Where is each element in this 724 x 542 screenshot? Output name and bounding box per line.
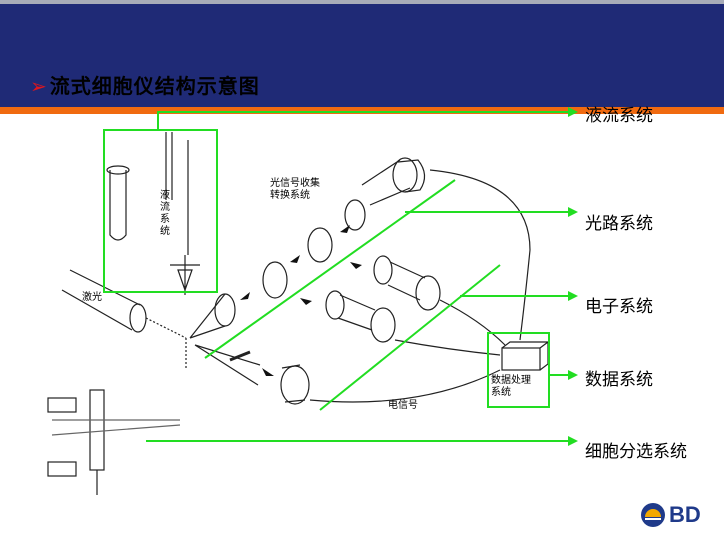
- optical-label-line2: 转换系统: [270, 190, 310, 201]
- callout-sorting: 细胞分选系统: [585, 442, 687, 462]
- header-accent-bar: [0, 107, 724, 114]
- slide-title: ➢流式细胞仪结构示意图: [30, 70, 260, 99]
- optical-label-line1: 光信号收集: [270, 178, 320, 189]
- data-label-line1: 数据处理: [491, 375, 531, 386]
- data-processing-label: 数据处理系统: [491, 375, 531, 399]
- electric-signal-label: 电信号: [388, 400, 418, 411]
- bullet-arrow-icon: ➢: [30, 74, 48, 98]
- slide-header: [0, 4, 724, 108]
- bd-logo: BD: [640, 502, 701, 528]
- bd-sun-icon: [641, 503, 665, 527]
- callout-data: 数据系统: [585, 370, 653, 390]
- window-top-strip: [0, 0, 724, 4]
- optical-label: 光信号收集转换系统: [270, 178, 320, 202]
- fluidics-vertical-label: 液流系统: [160, 190, 170, 237]
- callout-electronics: 电子系统: [585, 297, 653, 317]
- slide-title-text: 流式细胞仪结构示意图: [49, 74, 260, 98]
- callout-fluidics: 液流系统: [585, 106, 653, 126]
- data-label-line2: 系统: [491, 387, 511, 398]
- bd-logo-text: BD: [669, 502, 701, 527]
- laser-label: 激光: [82, 292, 102, 303]
- callout-optics: 光路系统: [585, 214, 653, 234]
